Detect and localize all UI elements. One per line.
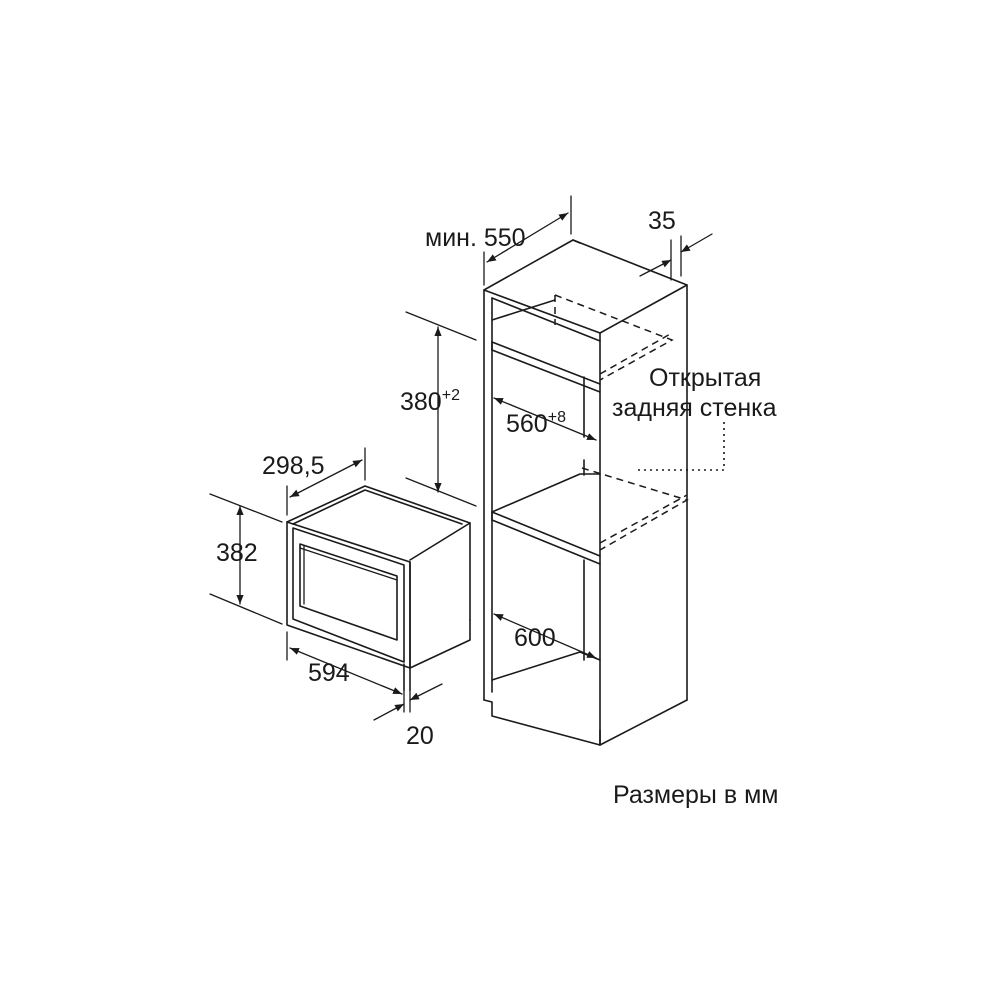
dim-cabinet-width: [493, 613, 597, 659]
label-niche-height: 380+2: [400, 387, 460, 416]
dim-appliance-depth: [286, 447, 366, 516]
dim-back-gap: [639, 233, 713, 281]
label-appliance-height: 382: [216, 539, 258, 567]
appliance-drawing: [286, 485, 471, 691]
callout-line-2: задняя стенка: [612, 394, 777, 422]
dim-panel-offset: [373, 683, 443, 721]
dim-appliance-width: [286, 631, 403, 695]
open-back-dashed: [554, 294, 689, 551]
appliance-window: [299, 543, 398, 641]
callout-line-1: Открытая: [649, 364, 761, 392]
dim-niche-width: [493, 397, 597, 441]
label-panel-offset: 20: [406, 722, 434, 750]
cabinet-top-face: [483, 239, 688, 334]
label-niche-width: 560+8: [506, 409, 566, 438]
label-appliance-width: 594: [308, 659, 350, 687]
callout-leader: [638, 420, 725, 471]
cabinet-drawing: [483, 239, 688, 746]
label-cabinet-depth: мин. 550: [425, 224, 526, 252]
appliance-front-panel: [286, 521, 411, 669]
units-note: Размеры в мм: [613, 781, 778, 809]
label-cabinet-width: 600: [514, 624, 556, 652]
dim-appliance-height: [209, 493, 283, 625]
label-appliance-depth: 298,5: [262, 452, 325, 480]
dim-cabinet-depth: [483, 195, 572, 286]
dim-niche-height: [405, 311, 477, 507]
label-back-gap: 35: [648, 207, 676, 235]
